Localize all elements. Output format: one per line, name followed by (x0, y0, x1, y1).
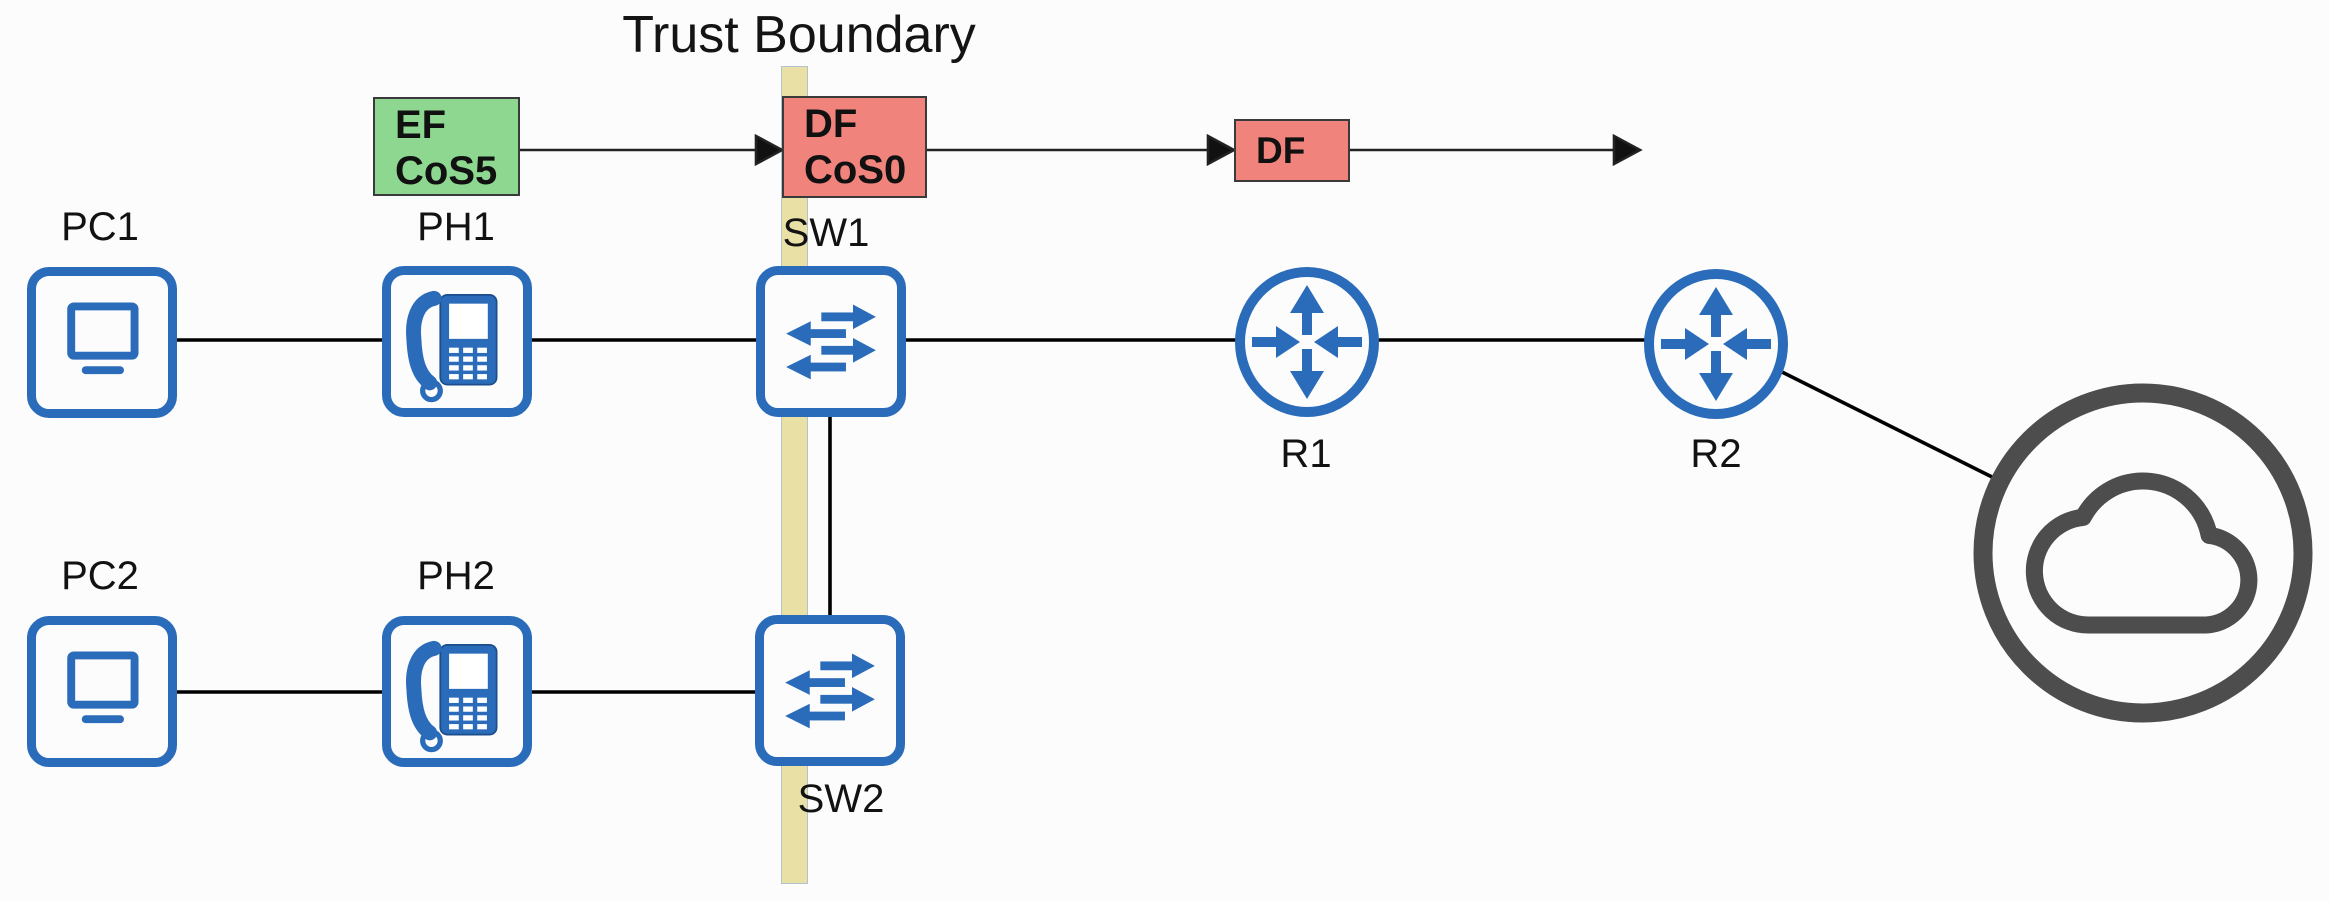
marking-box-ef-cos5: EF CoS5 (373, 97, 520, 196)
switch-icon (785, 653, 875, 729)
marking-text-line1: DF (804, 102, 858, 146)
switch-icon (786, 304, 876, 380)
label-sw2: SW2 (797, 777, 885, 821)
marking-text-line1: DF (1256, 130, 1306, 171)
label-pc2: PC2 (61, 554, 139, 598)
trust-boundary-title: Trust Boundary (622, 6, 976, 64)
node-r2 (1644, 269, 1788, 419)
label-ph1: PH1 (417, 205, 495, 249)
label-r1: R1 (1280, 432, 1332, 476)
node-r1 (1235, 267, 1379, 417)
node-ph1 (382, 266, 532, 417)
label-ph2: PH2 (417, 554, 495, 598)
node-sw2 (755, 615, 905, 766)
router-icon (1644, 269, 1788, 419)
ip-phone-icon (406, 640, 498, 753)
label-pc1: PC1 (61, 205, 139, 249)
label-r2: R2 (1690, 432, 1742, 476)
ip-phone-icon (406, 290, 498, 403)
node-sw1 (756, 266, 906, 417)
device-links (175, 338, 1997, 694)
marking-box-df: DF (1234, 119, 1350, 182)
marking-box-df-cos0: DF CoS0 (782, 96, 927, 198)
computer-icon (67, 302, 139, 375)
cloud-icon (1973, 383, 2313, 723)
node-ph2 (382, 616, 532, 767)
router-icon (1235, 267, 1379, 417)
label-sw1: SW1 (782, 211, 870, 255)
flow-arrows (520, 133, 1643, 167)
computer-icon (67, 651, 139, 724)
node-pc1 (27, 267, 177, 418)
marking-text-line1: EF (395, 103, 447, 147)
node-pc2 (27, 616, 177, 767)
marking-text-line2: CoS5 (395, 149, 498, 193)
node-cloud (1973, 383, 2313, 723)
marking-text-line2: CoS0 (804, 148, 907, 192)
